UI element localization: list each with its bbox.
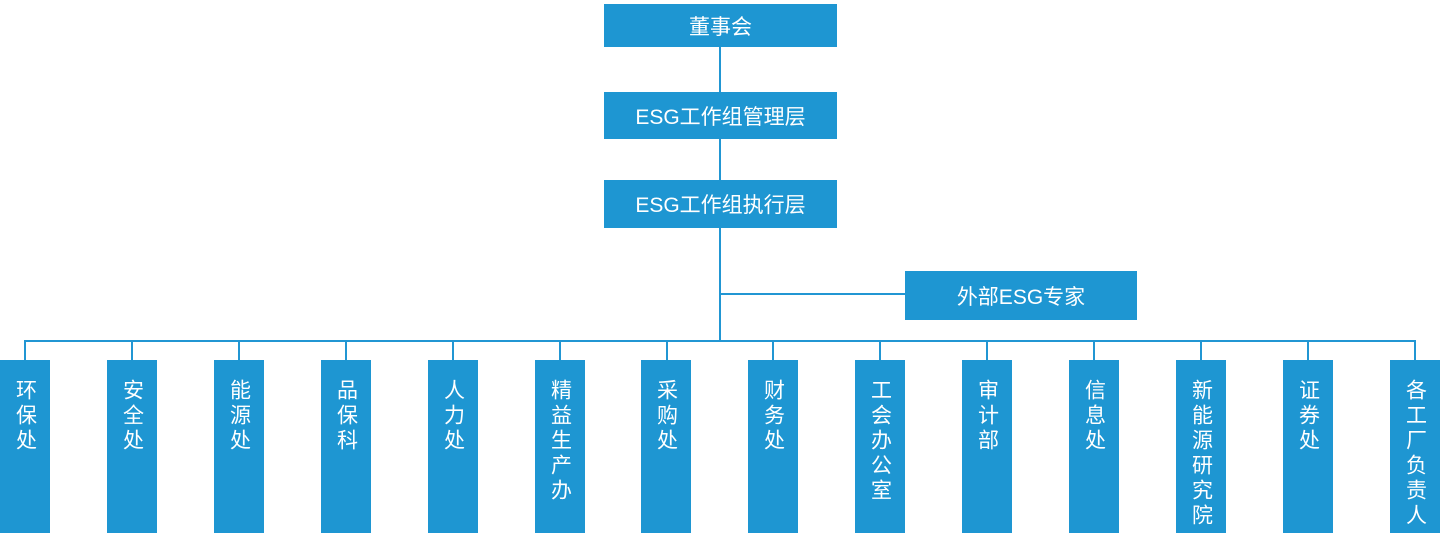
node-esg-execution: ESG工作组执行层 xyxy=(604,180,837,228)
node-external-esg-expert-label: 外部ESG专家 xyxy=(956,285,1086,309)
dept-label: 工会办公室 xyxy=(868,379,892,504)
dept-human-resources: 人力处 xyxy=(428,360,478,533)
dept-label: 环保处 xyxy=(13,379,37,454)
dept-label: 人力处 xyxy=(441,379,465,454)
dept-factory-leaders: 各工厂负责人 xyxy=(1390,360,1440,533)
node-esg-management: ESG工作组管理层 xyxy=(604,92,837,139)
dept-label: 审计部 xyxy=(975,379,999,454)
dept-environment: 环保处 xyxy=(0,360,50,533)
dept-information: 信息处 xyxy=(1069,360,1119,533)
node-esg-execution-label: ESG工作组执行层 xyxy=(635,194,806,217)
dept-label: 采购处 xyxy=(654,379,678,454)
dept-energy: 能源处 xyxy=(214,360,264,533)
connector-execution-bus xyxy=(719,228,721,342)
node-board: 董事会 xyxy=(604,4,837,47)
dept-label: 各工厂负责人 xyxy=(1403,379,1427,529)
node-esg-management-label: ESG工作组管理层 xyxy=(635,105,806,129)
connector-board-management xyxy=(719,47,721,92)
connector-drop-5 xyxy=(452,340,454,360)
dept-finance: 财务处 xyxy=(748,360,798,533)
connector-drop-11 xyxy=(1093,340,1095,360)
dept-label: 新能源研究院 xyxy=(1189,379,1213,529)
dept-label: 品保科 xyxy=(334,379,358,454)
dept-label: 证券处 xyxy=(1296,379,1320,454)
dept-procurement: 采购处 xyxy=(641,360,691,533)
dept-new-energy-research: 新能源研究院 xyxy=(1176,360,1226,533)
dept-safety: 安全处 xyxy=(107,360,157,533)
dept-label: 信息处 xyxy=(1082,379,1106,454)
connector-drop-3 xyxy=(238,340,240,360)
connector-drop-13 xyxy=(1307,340,1309,360)
connector-drop-2 xyxy=(131,340,133,360)
connector-drop-12 xyxy=(1200,340,1202,360)
connector-drop-9 xyxy=(879,340,881,360)
connector-bus xyxy=(24,340,1416,342)
dept-label: 安全处 xyxy=(120,379,144,454)
dept-label: 精益生产办 xyxy=(548,379,572,504)
dept-quality-assurance: 品保科 xyxy=(321,360,371,533)
connector-drop-8 xyxy=(772,340,774,360)
connector-drop-14 xyxy=(1414,340,1416,360)
connector-drop-6 xyxy=(559,340,561,360)
dept-securities: 证券处 xyxy=(1283,360,1333,533)
dept-union-office: 工会办公室 xyxy=(855,360,905,533)
connector-drop-10 xyxy=(986,340,988,360)
dept-label: 能源处 xyxy=(227,379,251,454)
node-board-label: 董事会 xyxy=(689,15,752,39)
dept-lean-production: 精益生产办 xyxy=(535,360,585,533)
connector-management-execution xyxy=(719,139,721,180)
node-external-esg-expert: 外部ESG专家 xyxy=(905,271,1137,320)
connector-external-expert-branch xyxy=(720,293,905,295)
connector-drop-1 xyxy=(24,340,26,360)
dept-audit: 审计部 xyxy=(962,360,1012,533)
dept-label: 财务处 xyxy=(761,379,785,454)
connector-drop-4 xyxy=(345,340,347,360)
connector-drop-7 xyxy=(666,340,668,360)
